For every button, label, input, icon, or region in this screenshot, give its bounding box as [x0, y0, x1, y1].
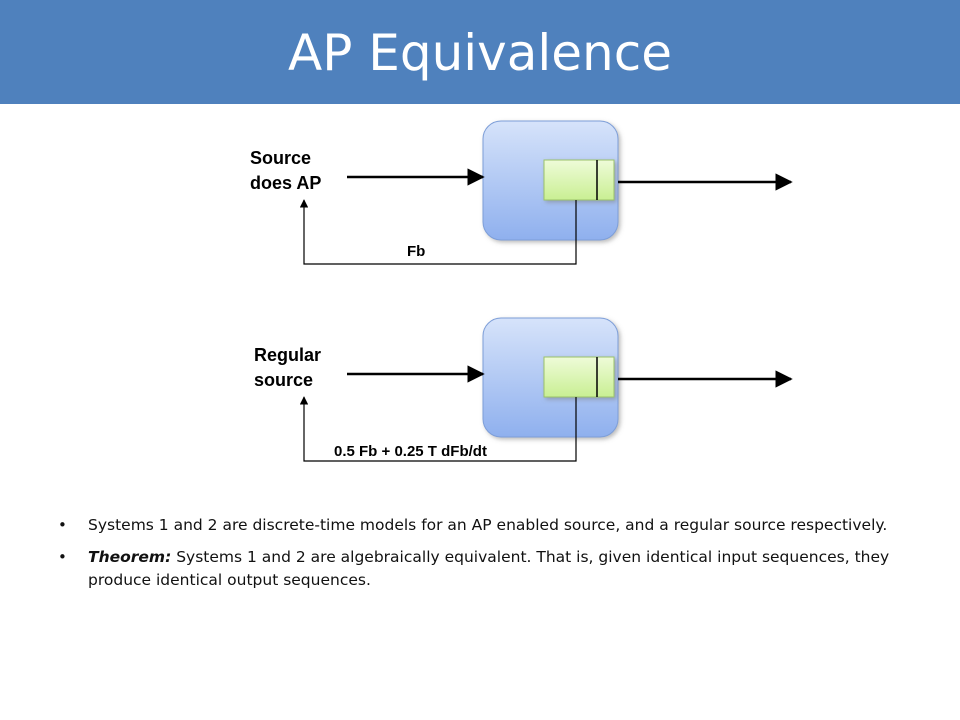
system-1-input-label-line2: does AP	[250, 173, 321, 193]
system-2-feedback-label: 0.5 Fb + 0.25 T dFb/dt	[334, 443, 487, 460]
system-1-feedback-path	[299, 199, 577, 265]
bullet-dot-icon: •	[58, 516, 67, 534]
system-1-register	[543, 159, 615, 201]
bullet-list: • Systems 1 and 2 are discrete-time mode…	[58, 514, 918, 601]
system-2-input-label-line1: Regular	[254, 345, 321, 365]
slide-title: AP Equivalence	[288, 24, 672, 82]
theorem-label: Theorem:	[88, 548, 172, 566]
bullet-1-text: Systems 1 and 2 are discrete-time models…	[88, 516, 888, 534]
system-2: Regular source 0.5 Fb + 0.25 T dFb/dt	[254, 317, 793, 462]
system-1-feedback-label: Fb	[407, 243, 425, 260]
system-1-input-label-line1: Source	[250, 148, 311, 168]
system-2-register	[543, 356, 615, 398]
bullet-item-2: • Theorem: Systems 1 and 2 are algebraic…	[58, 546, 918, 592]
system-2-input-label-line2: source	[254, 370, 313, 390]
title-bar: AP Equivalence	[0, 0, 960, 104]
bullet-2-text: Systems 1 and 2 are algebraically equiva…	[88, 548, 890, 589]
bullet-dot-icon: •	[58, 548, 67, 566]
bullet-item-1: • Systems 1 and 2 are discrete-time mode…	[58, 514, 918, 537]
system-2-feedback-path	[299, 396, 577, 462]
system-1: Source does AP Fb	[250, 120, 793, 265]
